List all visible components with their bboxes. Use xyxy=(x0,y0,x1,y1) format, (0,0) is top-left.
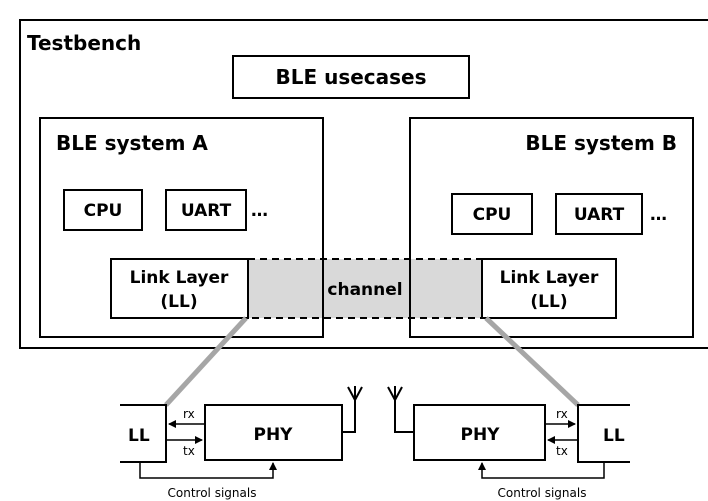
system-a-cpu-box xyxy=(63,189,143,231)
system-a-ll-box xyxy=(110,258,249,319)
left-antenna-feed xyxy=(342,400,356,433)
testbench-frame xyxy=(19,19,708,349)
system-b-uart-box xyxy=(555,193,643,235)
right-antenna-icon xyxy=(387,386,403,401)
right-ll-label: LL xyxy=(603,426,625,446)
system-a-ll-line2: (LL) xyxy=(160,292,197,312)
left-ll-bracket xyxy=(120,404,167,463)
left-control-label: Control signals xyxy=(168,486,257,500)
right-tx-label: tx xyxy=(556,444,568,458)
zoom-connector-left xyxy=(164,316,248,407)
left-control-line xyxy=(139,462,277,479)
left-phy-box xyxy=(204,404,343,461)
system-a-ll-line1: Link Layer xyxy=(130,268,229,288)
system-b-cpu-label: CPU xyxy=(473,205,512,225)
system-a-uart-label: UART xyxy=(181,201,232,221)
system-a-cpu-label: CPU xyxy=(84,201,123,221)
system-a-ellipsis: … xyxy=(251,201,268,221)
system-a-label: BLE system A xyxy=(56,131,208,155)
right-phy-box xyxy=(413,404,546,461)
system-b-ll-box xyxy=(481,258,617,319)
right-antenna-feed xyxy=(394,400,414,433)
system-a-box xyxy=(39,117,324,338)
system-b-ll-line1: Link Layer xyxy=(500,268,599,288)
left-rx-label: rx xyxy=(183,407,195,421)
system-a-uart-box xyxy=(165,189,247,231)
zoom-connector-right xyxy=(484,316,580,407)
right-control-line xyxy=(478,462,605,479)
left-phy-label: PHY xyxy=(254,425,294,445)
left-tx-label: tx xyxy=(183,444,195,458)
right-phy-label: PHY xyxy=(461,425,501,445)
testbench-label: Testbench xyxy=(27,31,141,55)
channel-label: channel xyxy=(327,280,402,300)
usecases-label: BLE usecases xyxy=(275,65,426,89)
system-b-ellipsis: … xyxy=(650,205,667,225)
left-ll-label: LL xyxy=(128,426,150,446)
right-control-label: Control signals xyxy=(498,486,587,500)
system-b-label: BLE system B xyxy=(525,131,677,155)
system-b-ll-line2: (LL) xyxy=(530,292,567,312)
system-b-box xyxy=(409,117,694,338)
right-rx-label: rx xyxy=(556,407,568,421)
usecases-box xyxy=(232,55,470,99)
left-antenna-icon xyxy=(347,386,363,401)
system-b-cpu-box xyxy=(451,193,533,235)
system-b-uart-label: UART xyxy=(574,205,625,225)
